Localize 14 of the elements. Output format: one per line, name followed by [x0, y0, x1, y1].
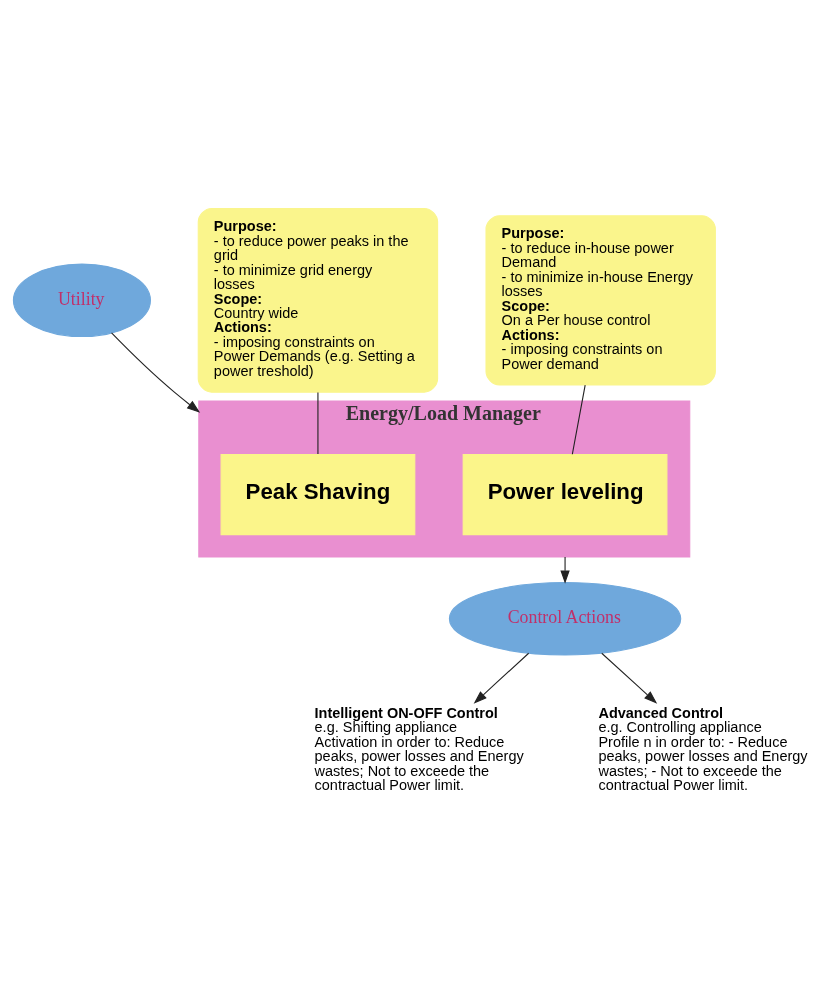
node-box: Power leveling: [462, 453, 667, 535]
connector: [316, 391, 318, 455]
arrow: [559, 555, 570, 584]
arrow: [110, 331, 200, 413]
node-ellipse: Utility: [12, 263, 151, 337]
node-text: Intelligent ON-OFF Control e.g. Shifting appliance Activation in order to: Reduce peaks, power losses and Energy wastes; Not to exceede the contractual Power limit.: [314, 704, 524, 793]
node-box: Purpose: - to reduce power peaks in the grid - to minimize grid energy losses Scope: Country wide Actions: - imposing constraints on Power Demands (e.g. Setting a power treshold): [197, 207, 438, 393]
arrow: [473, 652, 529, 704]
connector: [571, 384, 586, 455]
node-box: Purpose: - to reduce in-house power Demand - to minimize in-house Energy losses Scope: On a Per house control Actions: - imposing constraints on Power demand: [484, 214, 716, 385]
node-text: Advanced Control e.g. Controlling appliance Profile n in order to: - Reduce peaks, power losses and Energy wastes; - Not to exceede the contractual Power limit.: [597, 704, 808, 793]
node-ellipse: Control Actions: [448, 581, 681, 655]
arrow: [600, 652, 657, 704]
node-box: Peak Shaving: [220, 453, 415, 535]
